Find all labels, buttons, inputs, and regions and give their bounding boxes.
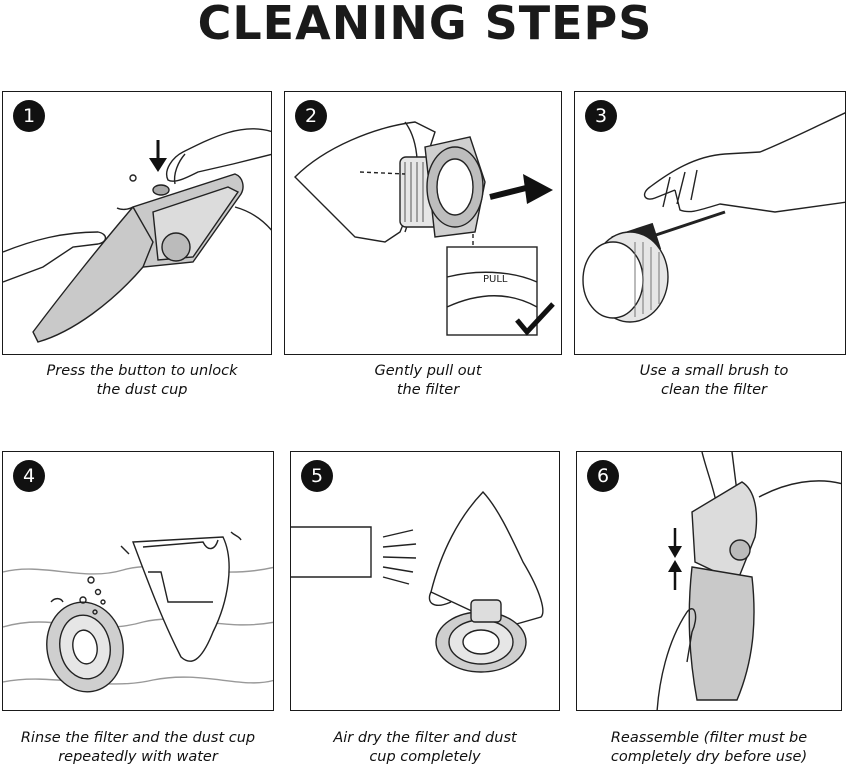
step-5-caption: Air dry the filter and dust cup complete…	[333, 730, 517, 765]
step-3-caption: Use a small brush to clean the filter	[639, 363, 789, 398]
arrow-up-icon	[668, 560, 682, 590]
step-2-caption: Gently pull out the filter	[374, 363, 482, 398]
brush-filter-illustration	[582, 112, 845, 323]
step-1-panel: 1	[2, 91, 272, 355]
step-4-caption: Rinse the filter and the dust cup repeat…	[20, 730, 256, 765]
step-number-badge: 3	[585, 100, 617, 132]
arrow-down-icon	[149, 140, 167, 172]
pull-filter-illustration: PULL	[294, 121, 555, 336]
arrow-down-icon	[668, 528, 682, 558]
step-1-caption: Press the button to unlock the dust cup	[46, 363, 238, 398]
step-2-panel: PULL 2	[284, 91, 562, 355]
checkmark-icon	[515, 302, 555, 336]
step-3-panel: 3	[574, 91, 846, 355]
step-number-badge: 6	[587, 460, 619, 492]
step-number-badge: 1	[13, 100, 45, 132]
air-dry-illustration	[291, 490, 544, 673]
reassemble-illustration	[656, 452, 841, 710]
step-number-badge: 5	[301, 460, 333, 492]
step-number-badge: 4	[13, 460, 45, 492]
step-6-panel: 6	[576, 451, 842, 711]
step-number-badge: 2	[295, 100, 327, 132]
rinse-filter-illustration	[3, 531, 273, 693]
pull-label: PULL	[483, 274, 508, 285]
arrow-right-icon	[489, 174, 553, 204]
step-4-panel: 4	[2, 451, 274, 711]
step-5-panel: 5	[290, 451, 560, 711]
page-title: CLEANING STEPS	[197, 0, 653, 50]
vacuum-press-button-illustration	[3, 128, 271, 343]
step-6-caption: Reassemble (filter must be completely dr…	[610, 730, 808, 765]
